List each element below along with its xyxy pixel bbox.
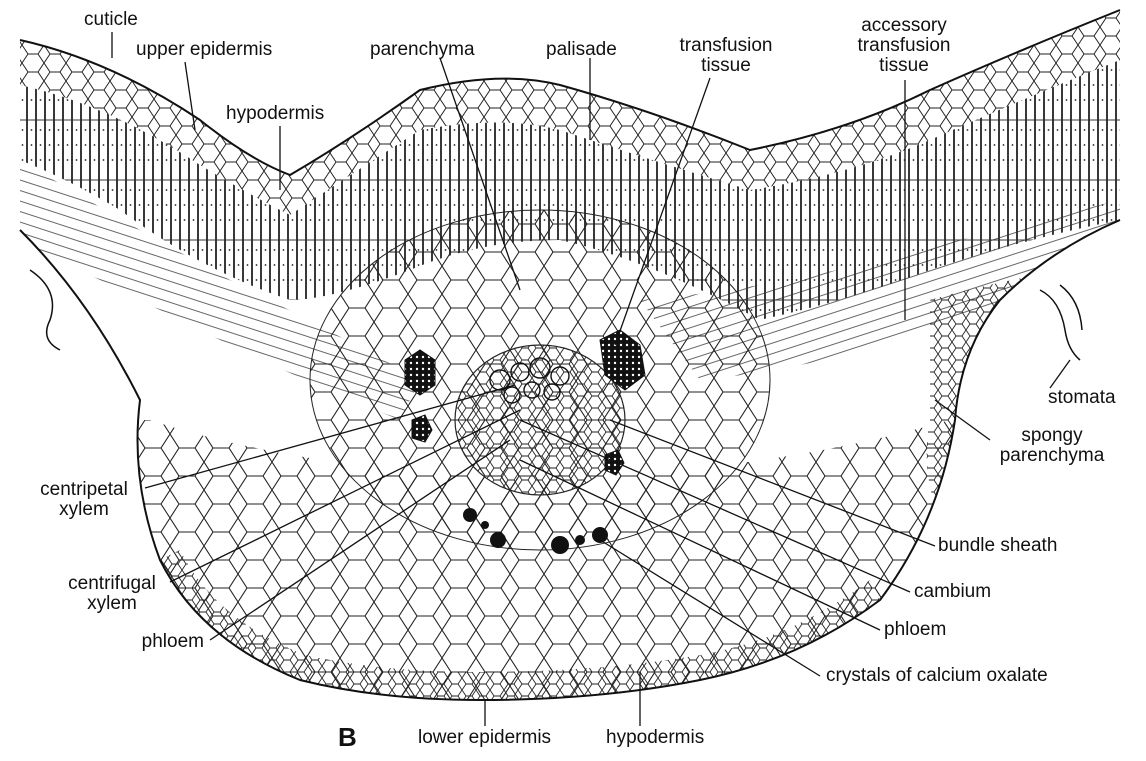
leader-phloem-right <box>519 459 881 631</box>
leaf-outline <box>19 9 1121 702</box>
label-phloem-left: phloem <box>141 631 204 652</box>
leader-centrifugal <box>169 409 521 583</box>
label-spongy-line1: spongy <box>1021 425 1083 446</box>
leader-bundle-sheath <box>609 419 936 547</box>
label-transfusion-tissue: transfusion tissue <box>680 36 773 76</box>
panel-label: B <box>338 722 357 752</box>
leader-centripetal <box>144 384 516 489</box>
leader-crystals <box>599 539 821 677</box>
leader-parenchyma <box>439 57 521 291</box>
label-accessory-line2: transfusion <box>857 35 951 56</box>
lower-parenchyma <box>137 420 955 700</box>
lower-epidermis-band <box>160 550 880 700</box>
label-centripetal-line2: xylem <box>59 499 109 520</box>
label-centripetal-xylem: centripetal xylem <box>40 480 128 520</box>
label-lower-epidermis: lower epidermis <box>418 727 552 748</box>
upper-epidermis-band <box>20 10 1120 215</box>
label-stomata: stomata <box>1048 387 1116 408</box>
label-accessory-line1: accessory <box>861 15 947 36</box>
stomata-structure <box>29 269 1083 361</box>
label-centrifugal-line2: xylem <box>87 593 137 614</box>
transfusion-cell-left <box>404 349 436 396</box>
label-spongy-line2: parenchyma <box>999 445 1105 466</box>
label-palisade: palisade <box>546 39 617 60</box>
leader-spongy <box>934 399 991 441</box>
leader-lines <box>111 32 1071 726</box>
calcium-oxalate-crystals <box>463 508 608 554</box>
leader-phloem-left <box>209 439 511 641</box>
label-accessory-line3: tissue <box>879 55 929 76</box>
leader-stomata <box>1049 359 1071 389</box>
transfusion-cell-small-2 <box>604 449 625 476</box>
label-centripetal-line1: centripetal <box>40 479 128 500</box>
label-hypodermis-bottom: hypodermis <box>606 727 705 748</box>
label-cambium: cambium <box>914 581 992 602</box>
label-phloem-right: phloem <box>884 619 947 640</box>
label-crystals: crystals of calcium oxalate <box>826 665 1048 686</box>
palisade-band <box>20 60 1120 320</box>
label-cuticle: cuticle <box>84 9 138 30</box>
label-transfusion-tissue-line2: tissue <box>701 55 751 76</box>
vascular-bundle <box>454 344 626 496</box>
label-hypodermis-top: hypodermis <box>226 103 325 124</box>
label-accessory-transfusion-tissue: accessory transfusion tissue <box>858 16 951 76</box>
label-upper-epidermis: upper epidermis <box>136 39 273 60</box>
label-parenchyma: parenchyma <box>370 39 475 60</box>
label-transfusion-tissue-line1: transfusion <box>679 35 773 56</box>
transfusion-cell-small <box>411 414 433 443</box>
leader-upper-epidermis <box>184 61 196 131</box>
leader-transfusion <box>614 77 711 346</box>
xylem-cluster <box>489 357 570 404</box>
leader-cambium <box>519 419 911 593</box>
label-centrifugal-xylem: centrifugal xylem <box>68 574 156 614</box>
label-spongy-parenchyma: spongy parenchyma <box>1000 426 1105 466</box>
label-bundle-sheath: bundle sheath <box>938 535 1058 556</box>
label-centrifugal-line1: centrifugal <box>68 573 156 594</box>
